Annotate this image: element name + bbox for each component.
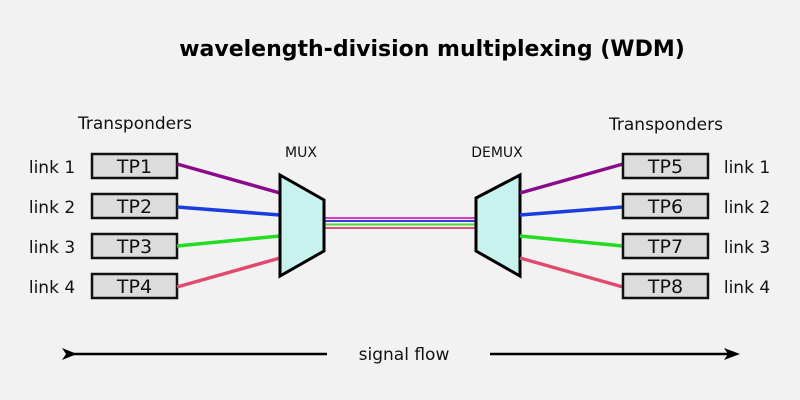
fiber-channel-1 [176,162,281,195]
transponder-label: TP5 [647,156,683,178]
right-link-label: link 2 [724,198,770,218]
transponder-label: TP3 [116,236,152,258]
fiber-channel-3 [176,234,281,248]
left-link-label: link 4 [29,278,75,298]
transponder-tp6: TP6 [621,192,710,220]
mux-block [278,172,326,279]
transponder-tp3: TP3 [90,232,179,260]
right-fibers [519,162,624,289]
left-fibers [176,162,281,289]
fiber-channel-2 [176,205,281,217]
right-transponders-heading: Transponders [608,115,723,135]
fiber-channel-2 [519,205,624,217]
left-transponders: TP1 TP2 TP3 TP4 [90,152,179,300]
demux-block [474,172,522,279]
left-link-label: link 1 [29,158,75,178]
mux-label: MUX [285,145,317,161]
fiber-channel-1 [519,162,624,195]
left-link-label: link 3 [29,238,75,258]
transponder-tp7: TP7 [621,232,710,260]
transponder-label: TP2 [116,196,152,218]
demux-label: DEMUX [471,145,523,161]
transponder-tp5: TP5 [621,152,710,180]
left-transponders-heading: Transponders [77,114,192,134]
transponder-label: TP7 [647,236,683,258]
right-transponders: TP5 TP6 TP7 TP8 [621,152,710,300]
fiber-channel-4 [519,256,624,289]
arrow-tail-icon [62,348,77,360]
right-link-labels: link 1 link 2 link 3 link 4 [724,158,770,298]
transponder-tp2: TP2 [90,192,179,220]
multiplexed-fiber-bundle [324,217,476,229]
transponder-tp4: TP4 [90,272,179,300]
transponder-tp8: TP8 [621,272,710,300]
right-link-label: link 1 [724,158,770,178]
left-link-labels: link 1 link 2 link 3 link 4 [29,158,75,298]
right-link-label: link 3 [724,238,770,258]
diagram-title: wavelength-division multiplexing (WDM) [179,37,685,62]
fiber-channel-4 [176,256,281,289]
right-link-label: link 4 [724,278,770,298]
signal-flow-label: signal flow [359,345,450,365]
transponder-label: TP6 [647,196,683,218]
transponder-label: TP1 [116,156,152,178]
signal-flow-indicator: signal flow [62,345,740,365]
fiber-channel-3 [519,234,624,248]
arrow-head-icon [724,348,740,360]
left-link-label: link 2 [29,198,75,218]
transponder-tp1: TP1 [90,152,179,180]
transponder-label: TP8 [647,276,683,298]
transponder-label: TP4 [116,276,152,298]
